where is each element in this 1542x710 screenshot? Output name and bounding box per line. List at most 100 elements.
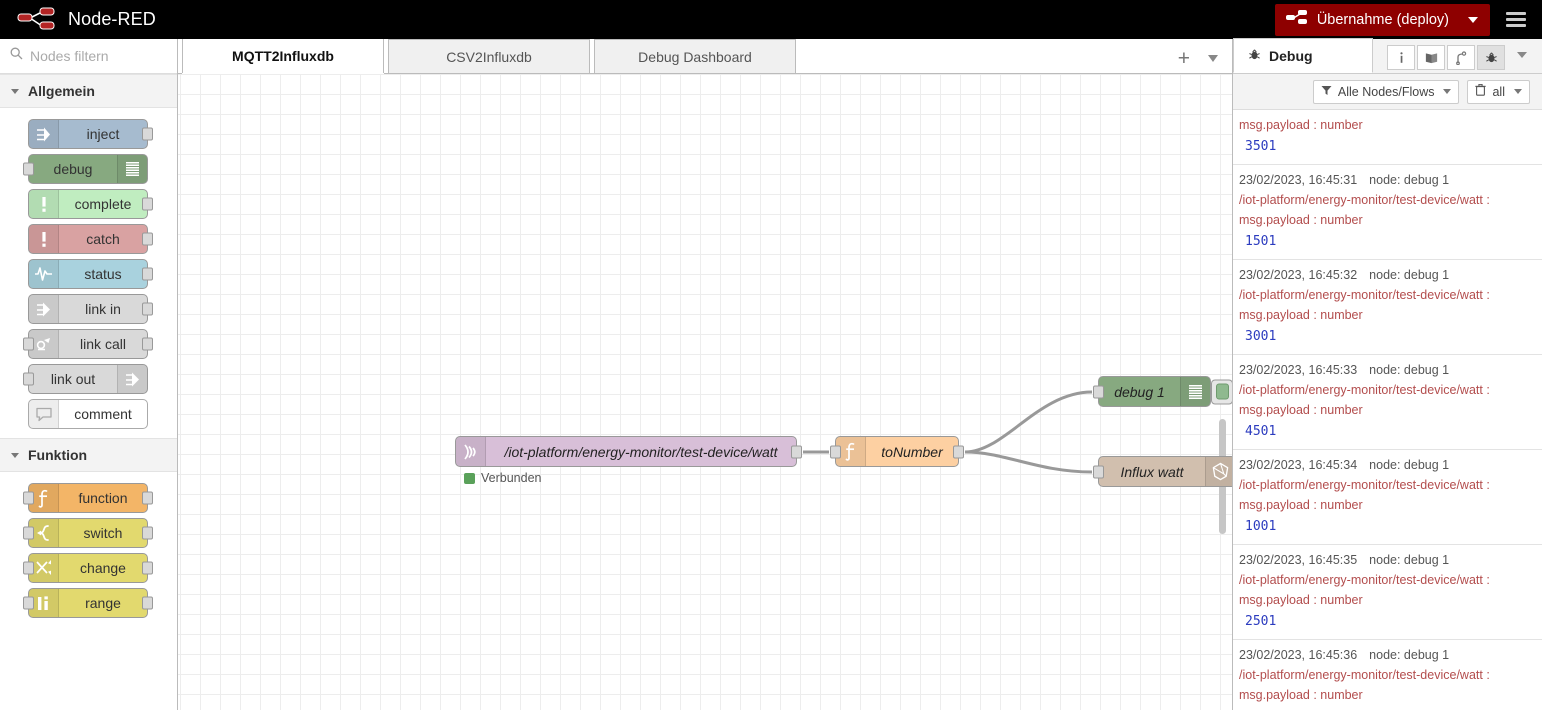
palette-node-list: function switch change range bbox=[0, 472, 177, 627]
node-palette: Nodes filtern Allgemein inject debug comple… bbox=[0, 39, 178, 710]
debug-topic: /iot-platform/energy-monitor/test-device… bbox=[1239, 573, 1490, 587]
tab-mqtt2influxdb[interactable]: MQTT2Influxdb bbox=[182, 39, 384, 73]
status-dot bbox=[464, 472, 475, 484]
chevron-down-icon bbox=[1443, 89, 1452, 94]
palette-node-label: function bbox=[78, 490, 128, 506]
output-port[interactable] bbox=[953, 445, 964, 458]
input-port[interactable] bbox=[1093, 385, 1104, 398]
debug-node-ref: node: debug 1 bbox=[1369, 173, 1450, 187]
tab-csv2influxdb[interactable]: CSV2Influxdb bbox=[388, 39, 590, 73]
info-icon[interactable] bbox=[1387, 45, 1415, 70]
output-port[interactable] bbox=[142, 596, 153, 610]
output-port[interactable] bbox=[142, 267, 153, 281]
plus-icon[interactable]: + bbox=[1177, 47, 1190, 70]
debug-property: msg.payload : number bbox=[1239, 688, 1363, 702]
debug-value: 1001 bbox=[1245, 519, 1277, 534]
debug-value: 4501 bbox=[1245, 424, 1277, 439]
output-port[interactable] bbox=[142, 526, 153, 540]
palette-node-comment[interactable]: comment bbox=[28, 399, 148, 429]
hamburger-menu-icon[interactable] bbox=[1490, 0, 1542, 39]
help-book-icon[interactable] bbox=[1417, 45, 1445, 70]
output-port[interactable] bbox=[142, 232, 153, 246]
palette-search[interactable]: Nodes filtern bbox=[0, 39, 177, 74]
palette-node-change[interactable]: change bbox=[23, 553, 153, 583]
chevron-down-icon[interactable] bbox=[1208, 55, 1218, 62]
debug-topic: /iot-platform/energy-monitor/test-device… bbox=[1239, 383, 1490, 397]
mqtt-signal-icon bbox=[456, 437, 486, 466]
debug-node-ref: node: debug 1 bbox=[1369, 458, 1450, 472]
debug-property: msg.payload : number bbox=[1239, 308, 1363, 322]
palette-group-allgemein[interactable]: Allgemein bbox=[0, 74, 177, 108]
influxdb-icon bbox=[1205, 457, 1232, 486]
palette-node-link-in[interactable]: link in bbox=[28, 294, 153, 324]
wires bbox=[803, 390, 1093, 474]
deploy-button[interactable]: Übernahme (deploy) bbox=[1274, 3, 1490, 36]
palette-node-complete[interactable]: complete bbox=[28, 189, 153, 219]
palette-node-function[interactable]: function bbox=[23, 483, 153, 513]
output-port[interactable] bbox=[791, 445, 802, 458]
palette-node-label: status bbox=[84, 266, 122, 282]
input-port[interactable] bbox=[23, 162, 34, 176]
palette-node-catch[interactable]: catch bbox=[28, 224, 153, 254]
input-port[interactable] bbox=[23, 596, 34, 610]
tab-debug[interactable]: Debug bbox=[1233, 38, 1373, 73]
palette-node-status[interactable]: status bbox=[28, 259, 153, 289]
palette-node-range[interactable]: range bbox=[23, 588, 153, 618]
input-port[interactable] bbox=[23, 561, 34, 575]
output-port[interactable] bbox=[142, 561, 153, 575]
debug-bug-icon[interactable] bbox=[1477, 45, 1505, 70]
debug-node-toggle[interactable] bbox=[1211, 379, 1232, 404]
debug-node-ref: node: debug 1 bbox=[1369, 363, 1450, 377]
output-port[interactable] bbox=[142, 337, 153, 351]
palette-node-debug[interactable]: debug bbox=[23, 154, 148, 184]
node-status-label: Verbunden bbox=[481, 471, 542, 485]
output-port[interactable] bbox=[142, 197, 153, 211]
output-port[interactable] bbox=[142, 302, 153, 316]
output-port[interactable] bbox=[142, 127, 153, 141]
input-port[interactable] bbox=[23, 526, 34, 540]
debug-lines-icon bbox=[117, 155, 147, 183]
palette-node-link-out[interactable]: link out bbox=[23, 364, 148, 394]
input-port[interactable] bbox=[1093, 465, 1104, 478]
debug-filter-button[interactable]: Alle Nodes/Flows bbox=[1312, 79, 1460, 104]
input-port[interactable] bbox=[830, 445, 841, 458]
palette-node-link-call[interactable]: link call bbox=[23, 329, 153, 359]
debug-clear-button[interactable]: all bbox=[1467, 79, 1530, 104]
sidebar-tool-icons bbox=[1387, 45, 1527, 73]
input-port[interactable] bbox=[23, 337, 34, 351]
flow-node-tonumber[interactable]: toNumber bbox=[830, 436, 964, 467]
deploy-label: Übernahme (deploy) bbox=[1316, 11, 1449, 28]
debug-property: msg.payload : number bbox=[1239, 403, 1363, 417]
flow-node-debug1[interactable]: debug 1 bbox=[1093, 376, 1232, 407]
debug-property: msg.payload : number bbox=[1239, 118, 1363, 132]
tab-debug-dashboard[interactable]: Debug Dashboard bbox=[594, 39, 796, 73]
flow-node-mqtt-in[interactable]: /iot-platform/energy-monitor/test-device… bbox=[455, 436, 802, 485]
debug-topic: /iot-platform/energy-monitor/test-device… bbox=[1239, 288, 1490, 302]
tab-label: MQTT2Influxdb bbox=[232, 48, 334, 64]
palette-node-inject[interactable]: inject bbox=[28, 119, 153, 149]
input-port[interactable] bbox=[23, 372, 34, 386]
input-port[interactable] bbox=[23, 491, 34, 505]
debug-value: 2501 bbox=[1245, 614, 1277, 629]
function-f-icon bbox=[836, 437, 866, 466]
palette-group-funktion[interactable]: Funktion bbox=[0, 438, 177, 472]
chevron-down-icon[interactable] bbox=[1517, 51, 1527, 58]
palette-node-switch[interactable]: switch bbox=[23, 518, 153, 548]
flow-canvas[interactable]: /iot-platform/energy-monitor/test-device… bbox=[178, 74, 1232, 710]
chevron-down-icon[interactable] bbox=[1468, 16, 1478, 23]
change-swap-icon bbox=[29, 554, 59, 582]
output-port[interactable] bbox=[142, 491, 153, 505]
flow-node-influx-watt[interactable]: Influx watt bbox=[1093, 456, 1232, 487]
config-nodes-icon[interactable] bbox=[1447, 45, 1475, 70]
tab-label: Debug Dashboard bbox=[638, 48, 752, 65]
palette-node-label: complete bbox=[74, 196, 132, 212]
